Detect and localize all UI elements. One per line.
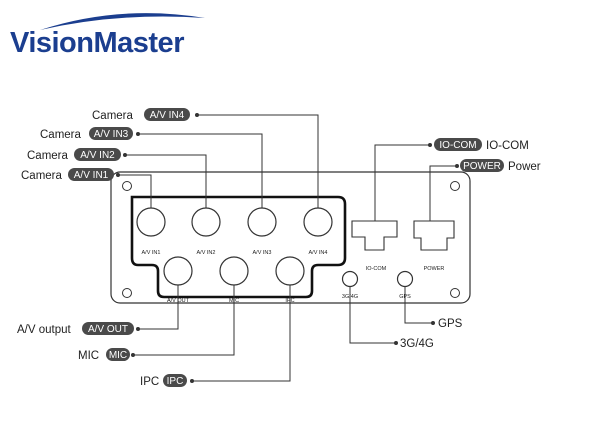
connector-block	[130, 195, 347, 299]
callout-mic: MIC MIC	[78, 348, 130, 362]
callout-ipc: IPC IPC	[140, 374, 187, 388]
callout-gps: GPS	[438, 318, 463, 330]
screw-hole-icon	[450, 181, 460, 191]
callout-av-out: A/V output A/V OUT	[17, 322, 134, 336]
callout-cam1: Camera A/V IN1	[21, 168, 114, 182]
svg-text:MIC: MIC	[78, 350, 99, 362]
svg-text:A/V IN2: A/V IN2	[80, 150, 115, 161]
svg-text:Camera: Camera	[21, 170, 63, 182]
port-label: A/V IN3	[253, 250, 272, 256]
svg-text:A/V OUT: A/V OUT	[88, 324, 128, 335]
screw-hole-icon	[450, 288, 460, 298]
screw-hole-icon	[122, 288, 132, 298]
logo-text: VisionMaster	[10, 27, 184, 59]
port-io-com: IO-COM	[351, 220, 398, 272]
port-label: A/V IN4	[309, 250, 328, 256]
svg-text:Camera: Camera	[40, 129, 82, 141]
port-power: POWER	[413, 220, 455, 272]
svg-text:Camera: Camera	[92, 110, 134, 122]
svg-text:IPC: IPC	[140, 376, 159, 388]
callout-3g4g: 3G/4G	[400, 338, 434, 350]
svg-text:IPC: IPC	[167, 376, 184, 387]
leader-lines	[116, 113, 459, 383]
svg-text:IO-COM: IO-COM	[439, 140, 476, 151]
logo-swoosh-icon	[40, 13, 205, 30]
svg-text:IO-COM: IO-COM	[486, 140, 529, 152]
callout-io-com: IO-COM IO-COM	[434, 138, 529, 152]
svg-text:MIC: MIC	[109, 350, 127, 361]
callout-cam4: Camera A/V IN4	[92, 108, 190, 122]
svg-text:Power: Power	[508, 161, 541, 173]
port-label: A/V IN2	[197, 250, 216, 256]
svg-text:POWER: POWER	[463, 161, 501, 172]
svg-text:3G/4G: 3G/4G	[400, 338, 434, 350]
callout-power: POWER Power	[460, 159, 541, 173]
brand-logo: VisionMaster	[10, 13, 205, 59]
svg-text:Camera: Camera	[27, 150, 69, 162]
callout-cam2: Camera A/V IN2	[27, 148, 121, 162]
svg-text:A/V IN3: A/V IN3	[94, 129, 129, 140]
port-label: POWER	[424, 266, 445, 272]
screw-hole-icon	[122, 181, 132, 191]
svg-text:A/V IN1: A/V IN1	[74, 170, 109, 181]
svg-text:GPS: GPS	[438, 318, 463, 330]
port-label: IO-COM	[366, 266, 387, 272]
svg-text:A/V output: A/V output	[17, 324, 72, 336]
svg-text:A/V IN4: A/V IN4	[150, 110, 185, 121]
port-label: A/V IN1	[142, 250, 161, 256]
callout-cam3: Camera A/V IN3	[40, 127, 133, 141]
